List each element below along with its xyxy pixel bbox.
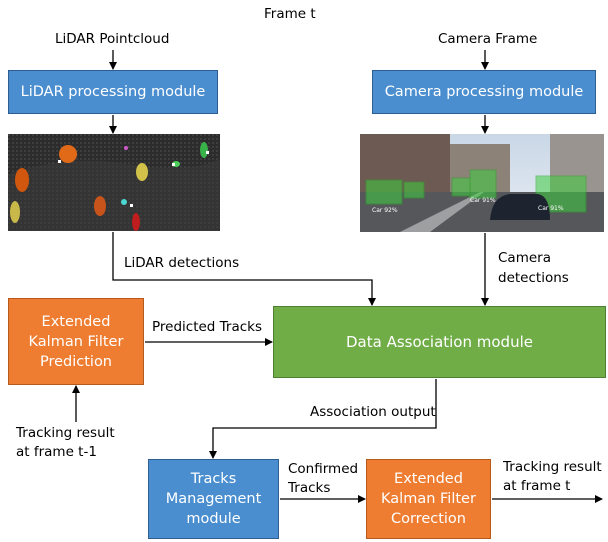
tracking-result-out-label: Tracking result at frame t [503, 459, 602, 494]
camera-frame-image: Car 92% Car 91% Car 91% [360, 134, 604, 232]
camera-frame-label: Camera Frame [438, 31, 538, 47]
lidar-processing-module: LiDAR processing module [8, 70, 218, 114]
lidar-pointcloud-image [8, 134, 220, 231]
detection-label-c: Car 91% [538, 205, 564, 212]
confirmed-tracks-label: Confirmed Tracks [288, 461, 359, 496]
detection-label-b: Car 91% [470, 197, 496, 204]
ekf-correction-module: Extended Kalman Filter Correction [366, 459, 491, 539]
association-output-label: Association output [310, 404, 436, 420]
tracking-result-prev-label: Tracking result at frame t-1 [16, 425, 115, 460]
data-association-module: Data Association module [273, 306, 606, 378]
camera-detection-boxes [365, 169, 587, 213]
arrow-lidar-detections [112, 232, 376, 306]
arrow-association-output [209, 379, 437, 459]
lidar-object-clusters [10, 142, 208, 231]
diagram-title: Frame t [264, 6, 316, 22]
camera-detections-label: Camera detections [498, 250, 569, 286]
lidar-pointcloud-label: LiDAR Pointcloud [55, 31, 170, 47]
lidar-detections-label: LiDAR detections [124, 255, 240, 271]
detection-label-a: Car 92% [372, 207, 398, 214]
tracks-management-module: Tracks Management module [148, 459, 279, 539]
predicted-tracks-label: Predicted Tracks [152, 319, 263, 335]
ekf-prediction-module: Extended Kalman Filter Prediction [8, 298, 144, 385]
camera-processing-module: Camera processing module [372, 70, 596, 114]
